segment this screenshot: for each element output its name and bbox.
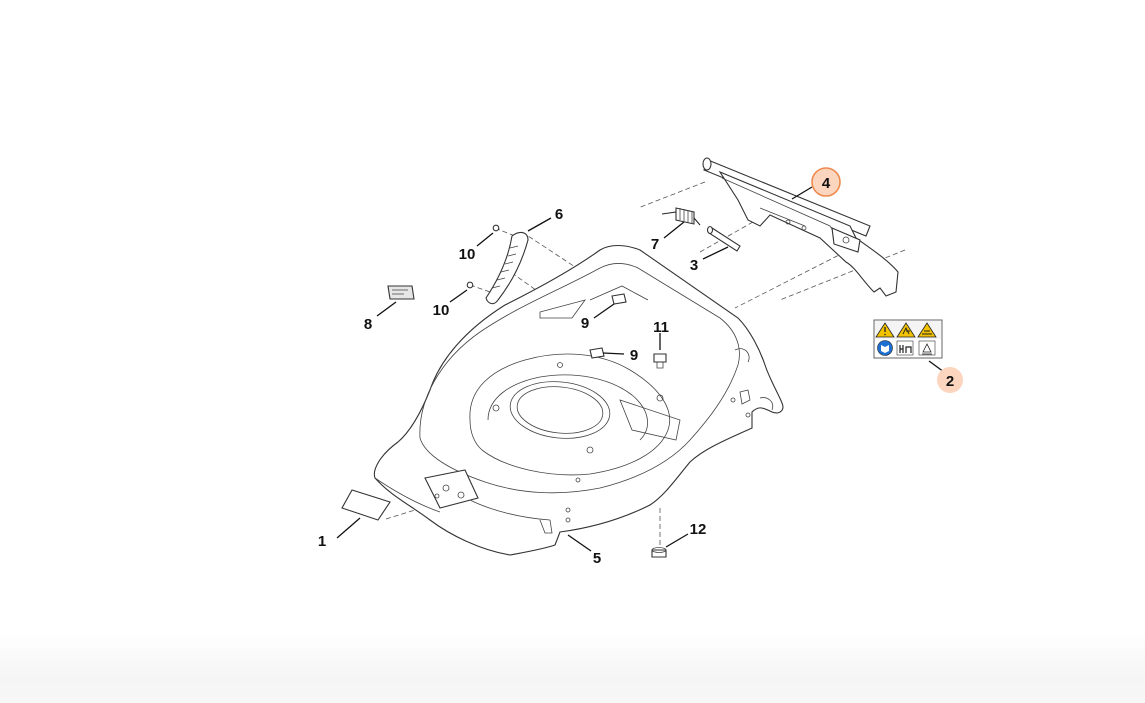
warning-label-2 — [873, 319, 943, 359]
height-adjust-quadrant — [485, 231, 529, 305]
callout-11[interactable]: 11 — [653, 319, 669, 336]
keep-bystanders-away-icon — [896, 340, 914, 356]
screw-10-upper — [492, 224, 500, 232]
read-manual-icon — [877, 340, 893, 356]
callout-5[interactable]: 5 — [593, 550, 601, 567]
callout-10-upper-label: 10 — [459, 246, 476, 263]
callout-4-highlight — [811, 167, 841, 197]
warning-triangle-icon — [875, 322, 895, 338]
callout-7-label: 7 — [651, 236, 659, 253]
callout-6-label: 6 — [555, 206, 563, 223]
callout-2[interactable]: 2 — [937, 367, 963, 393]
callout-8-label: 8 — [364, 316, 372, 333]
bushing-9-lower — [589, 347, 605, 359]
bushing-9-upper — [611, 293, 627, 305]
callout-10-lower-label: 10 — [433, 302, 450, 319]
callout-11-label: 11 — [653, 319, 669, 336]
callout-9-upper[interactable]: 9 — [581, 315, 589, 332]
callout-9-lower-label: 9 — [630, 347, 638, 364]
callout-10-lower[interactable]: 10 — [433, 302, 450, 319]
callout-4[interactable]: 4 — [811, 167, 841, 197]
callout-5-label: 5 — [593, 550, 601, 567]
callout-3-label: 3 — [690, 257, 698, 274]
thrown-objects-warning-icon — [896, 322, 916, 338]
callout-6[interactable]: 6 — [555, 206, 563, 223]
rotating-blade-warning-icon — [917, 322, 937, 338]
callout-2-label: 2 — [946, 373, 954, 390]
callout-2-highlight — [937, 367, 963, 393]
callouts: 1 2 3 4 5 6 7 8 9 9 10 — [318, 167, 963, 567]
callout-8[interactable]: 8 — [364, 316, 372, 333]
callout-12[interactable]: 12 — [690, 521, 707, 538]
callout-1-label: 1 — [318, 533, 326, 550]
callout-12-label: 12 — [690, 521, 707, 538]
mower-deck-housing — [373, 244, 784, 556]
callout-3[interactable]: 3 — [690, 257, 698, 274]
callout-9-lower[interactable]: 9 — [630, 347, 638, 364]
leader-lines — [336, 186, 945, 552]
rating-plate-8 — [387, 285, 415, 300]
hinge-pin — [706, 225, 741, 252]
disconnect-spark-plug-icon — [918, 340, 936, 356]
callout-10-upper[interactable]: 10 — [459, 246, 476, 263]
bolt-11 — [653, 353, 667, 369]
callout-9-upper-label: 9 — [581, 315, 589, 332]
sticker-1 — [341, 489, 391, 521]
callout-1[interactable]: 1 — [318, 533, 326, 550]
callout-7[interactable]: 7 — [651, 236, 659, 253]
torsion-spring — [661, 207, 701, 226]
nut-12 — [651, 547, 667, 558]
rear-flap-guard — [702, 157, 899, 297]
callout-4-label: 4 — [822, 175, 831, 192]
screw-10-lower — [466, 281, 474, 289]
